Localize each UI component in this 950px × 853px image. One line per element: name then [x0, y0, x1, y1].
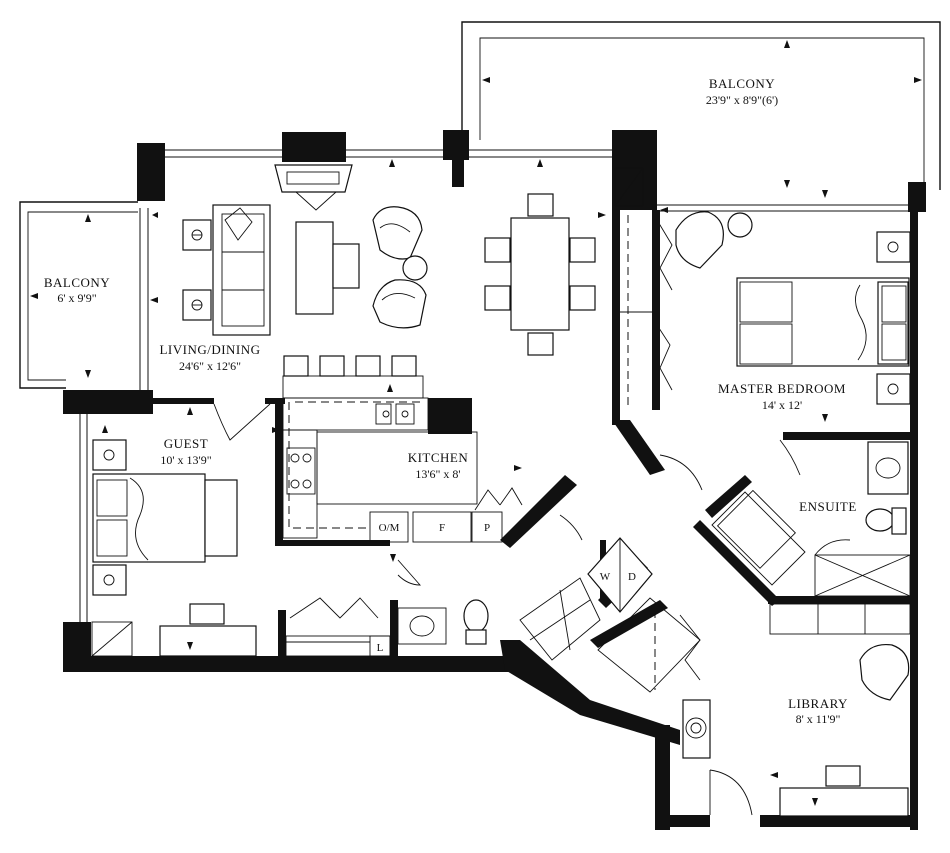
balcony-top-name: BALCONY: [709, 76, 775, 91]
living-furniture: [182, 164, 596, 399]
kitchen-layout: [282, 384, 523, 562]
washer-label: W: [600, 571, 611, 583]
library-dims: 8' x 11'9": [796, 712, 841, 726]
living-name: LIVING/DINING: [159, 342, 260, 357]
balcony-top-outline: [461, 21, 941, 190]
master-name: MASTER BEDROOM: [718, 381, 846, 396]
window-wall-north: [79, 149, 912, 625]
balcony-top-dims: 23'9" x 8'9"(6'): [706, 93, 778, 107]
pantry-label: P: [484, 522, 490, 534]
dryer-label: D: [628, 571, 636, 583]
fixture-labels: O/M F P W D L: [377, 522, 636, 654]
kitchen-name: KITCHEN: [408, 450, 469, 465]
oven-micro-label: O/M: [379, 522, 400, 534]
balcony-left-dims: 6' x 9'9": [57, 291, 96, 305]
master-furniture: [614, 167, 911, 476]
hall-fixtures: [285, 454, 753, 816]
fridge-label: F: [439, 522, 445, 534]
guest-name: GUEST: [164, 436, 208, 451]
library-name: LIBRARY: [788, 696, 848, 711]
linen-label: L: [377, 642, 384, 654]
structural-walls: [63, 130, 926, 830]
kitchen-dims: 13'6" x 8': [415, 467, 460, 481]
guest-dims: 10' x 13'9": [160, 453, 211, 467]
library-furniture: [769, 603, 911, 817]
ensuite-name: ENSUITE: [799, 499, 857, 514]
master-dims: 14' x 12': [762, 398, 802, 412]
room-labels: BALCONY 23'9" x 8'9"(6') BALCONY 6' x 9'…: [44, 76, 857, 726]
guest-furniture: [91, 403, 280, 657]
balcony-left-name: BALCONY: [44, 275, 110, 290]
living-dims: 24'6" x 12'6": [179, 359, 241, 373]
balcony-left-outline: [19, 201, 138, 389]
ensuite-fixtures: [711, 441, 911, 597]
